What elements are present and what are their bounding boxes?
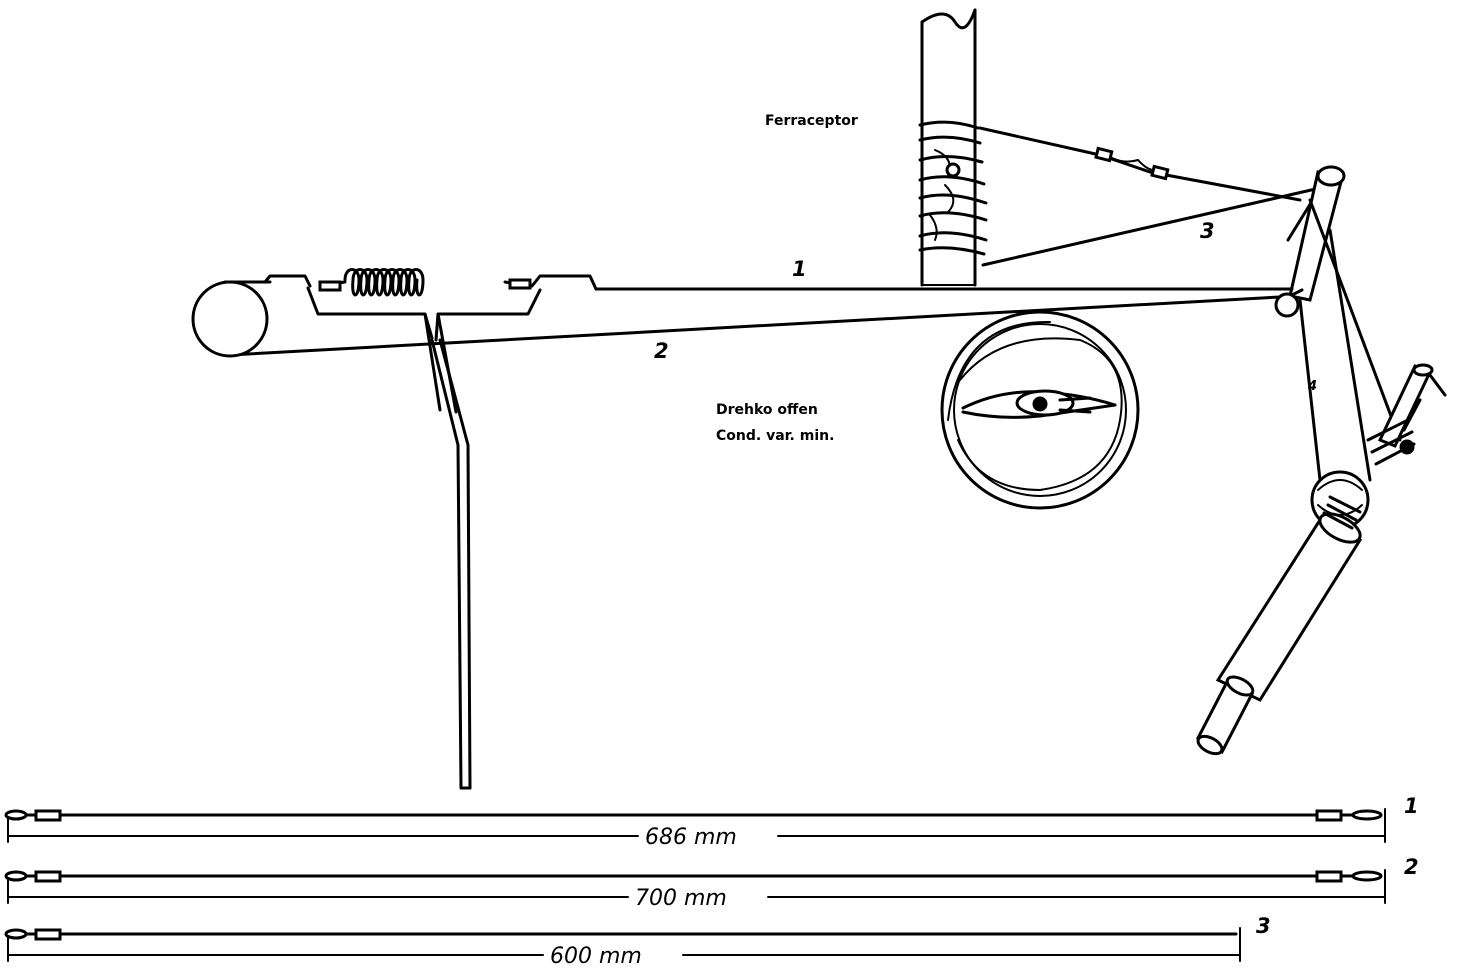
wire-length-templates: 686 mm 1 700 mm 2 600 mm 3 — [4, 794, 1419, 969]
ferrite-rod — [920, 8, 977, 287]
wire-number-2: 2 — [654, 339, 669, 363]
wire-length-label: 600 mm — [550, 944, 642, 969]
wire-template-3: 600 mm 3 — [4, 914, 1271, 969]
rotary-label-line2: Cond. var. min. — [716, 428, 834, 444]
wire-template-number: 1 — [1404, 794, 1419, 818]
right-pivot-rod — [1286, 165, 1346, 302]
wire-length-label: 700 mm — [635, 886, 727, 911]
spring-bracket — [263, 268, 598, 297]
handle-assembly — [1196, 198, 1447, 756]
wire-template-1: 686 mm 1 — [4, 794, 1419, 850]
support-stand — [306, 286, 542, 790]
rotary-capacitor — [940, 310, 1140, 510]
wire-template-number: 3 — [1256, 914, 1271, 938]
rotary-label-line1: Drehko offen — [716, 402, 818, 418]
wire-number-3: 3 — [1200, 219, 1215, 243]
wire-number-1: 1 — [792, 257, 807, 281]
wire-length-label: 686 mm — [645, 825, 737, 850]
left-drum — [191, 280, 272, 358]
pulley — [1274, 288, 1304, 318]
wire-number-4: 4 — [1307, 379, 1317, 394]
rod-coil-windings — [918, 120, 988, 256]
wire-template-number: 2 — [1404, 855, 1419, 879]
ferroceptor-label: Ferraceptor — [765, 113, 858, 129]
wire-2 — [228, 295, 1282, 357]
wire-3 — [978, 126, 1322, 267]
wire-template-2: 700 mm 2 — [4, 855, 1419, 911]
